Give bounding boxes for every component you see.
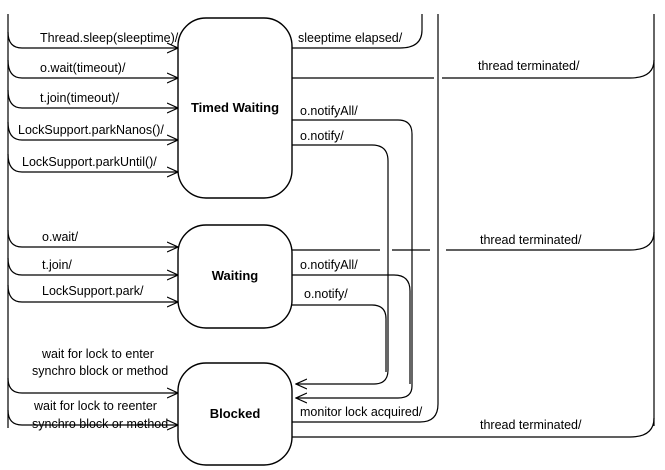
state-blocked-label: Blocked (210, 406, 261, 421)
label-park-nanos: LockSupport.parkNanos()/ (18, 123, 164, 137)
label-waiting-notifyall: o.notifyAll/ (300, 258, 358, 272)
label-thread-sleep: Thread.sleep(sleeptime)/ (40, 31, 179, 45)
entry-arrow-park-nanos (7, 121, 178, 140)
edge-waiting-notify (292, 304, 387, 372)
entry-arrow-lock-reenter (7, 409, 178, 425)
label-park-until: LockSupport.parkUntil()/ (22, 155, 157, 169)
label-sleeptime-elapsed: sleeptime elapsed/ (298, 31, 403, 45)
label-thread-terminated-timed: thread terminated/ (478, 59, 580, 73)
label-lock-reenter-1: wait for lock to reenter (33, 399, 157, 413)
state-timed-waiting[interactable] (177, 17, 293, 199)
state-timed-waiting-label: Timed Waiting (191, 100, 279, 115)
label-thread-terminated-blocked: thread terminated/ (480, 418, 582, 432)
label-waiting-notify: o.notify/ (304, 287, 348, 301)
label-monitor-lock-acquired: monitor lock acquired/ (300, 405, 423, 419)
entry-arrow-wait (7, 229, 178, 247)
label-wait: o.wait/ (42, 230, 79, 244)
edge-timed-terminated (292, 59, 655, 79)
label-lock-enter-1: wait for lock to enter (41, 347, 154, 361)
edge-waiting-notifyall (292, 274, 411, 384)
entry-arrow-join-timeout (7, 89, 178, 108)
label-park: LockSupport.park/ (42, 284, 144, 298)
entry-arrow-lock-enter (7, 377, 178, 393)
label-thread-terminated-waiting: thread terminated/ (480, 233, 582, 247)
edge-blocked-terminated (292, 417, 655, 438)
edge-monitor-lock-acquired (292, 14, 439, 423)
edge-timed-notify (292, 144, 389, 384)
edge-sleeptime-elapsed (292, 14, 423, 49)
edge-timed-notifyall (292, 119, 413, 398)
label-timed-notify: o.notify/ (300, 129, 344, 143)
entry-arrow-wait-timeout (7, 59, 178, 78)
entry-arrow-sleep (7, 31, 178, 48)
state-waiting-label: Waiting (212, 268, 259, 283)
entry-arrow-park-until (7, 153, 178, 172)
label-lock-enter-2: synchro block or method (32, 364, 168, 378)
entry-arrow-join (7, 257, 178, 275)
label-join: t.join/ (42, 258, 72, 272)
label-wait-timeout: o.wait(timeout)/ (40, 61, 126, 75)
label-timed-notifyall: o.notifyAll/ (300, 104, 358, 118)
state-waiting[interactable] (177, 224, 293, 329)
label-lock-reenter-2: synchro block or method (32, 417, 168, 431)
state-blocked[interactable] (177, 362, 293, 466)
label-join-timeout: t.join(timeout)/ (40, 91, 120, 105)
entry-arrow-park (7, 284, 178, 302)
edge-waiting-terminated (292, 231, 655, 251)
